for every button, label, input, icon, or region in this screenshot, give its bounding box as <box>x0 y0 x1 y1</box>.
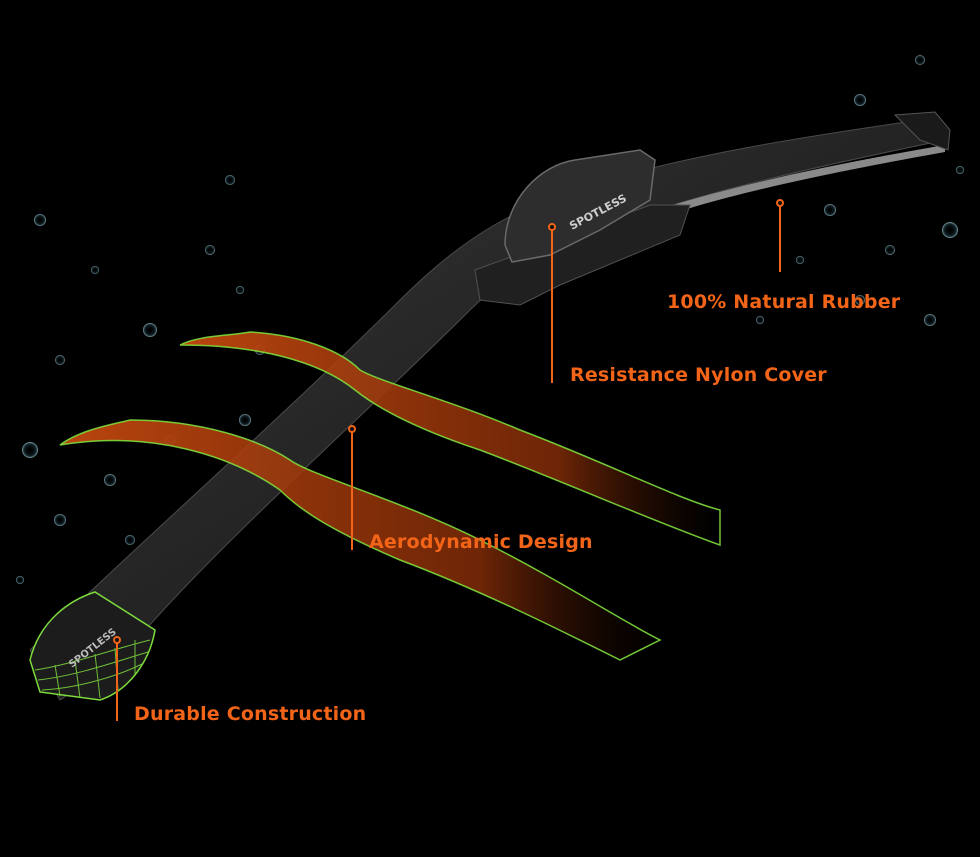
blade-body <box>29 119 947 701</box>
callout-line-nylon-cover <box>551 230 553 383</box>
callout-natural-rubber: 100% Natural Rubber <box>667 291 901 313</box>
durability-mesh <box>34 639 151 699</box>
rubber-strip <box>600 145 945 238</box>
callout-line-durable <box>116 643 118 721</box>
callout-aerodynamic: Aerodynamic Design <box>369 531 593 553</box>
callout-line-aerodynamic <box>351 432 353 550</box>
end-cap <box>29 591 156 701</box>
end-cap-top <box>893 111 951 151</box>
adapter-clip <box>504 149 656 263</box>
callout-nylon-cover: Resistance Nylon Cover <box>570 364 827 386</box>
airflow-streams <box>59 331 721 661</box>
callout-durable: Durable Construction <box>134 703 367 725</box>
callout-line-natural-rubber <box>779 206 781 272</box>
